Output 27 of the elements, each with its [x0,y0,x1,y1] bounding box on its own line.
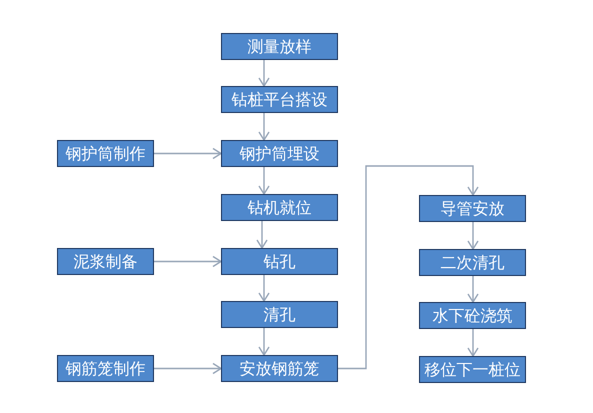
process-box: 钻机就位 [221,194,338,221]
process-box: 钢护筒埋设 [221,140,338,167]
process-box: 水下砼浇筑 [419,302,526,329]
arrow [154,148,222,160]
process-box: 钻孔 [221,248,338,275]
arrow [467,329,479,357]
process-box: 导管安放 [419,195,526,222]
process-box: 钻桩平台搭设 [221,86,338,113]
process-box: 钢筋笼制作 [57,355,154,382]
arrow [258,275,270,302]
arrow [258,328,270,356]
arrow [258,60,270,87]
process-box: 测量放样 [221,33,338,60]
arrow [256,221,268,249]
process-box: 清孔 [221,301,338,328]
arrow [154,362,222,374]
process-box: 二次清孔 [419,249,526,276]
process-box: 泥浆制备 [57,248,154,275]
arrow [258,113,270,141]
process-box: 安放钢筋笼 [221,355,338,382]
arrow [467,222,479,250]
arrow [467,276,479,303]
arrow [258,167,270,195]
arrow [338,165,479,370]
process-box: 钢护筒制作 [57,140,154,167]
process-box: 移位下一桩位 [419,356,526,383]
arrow [154,256,222,268]
